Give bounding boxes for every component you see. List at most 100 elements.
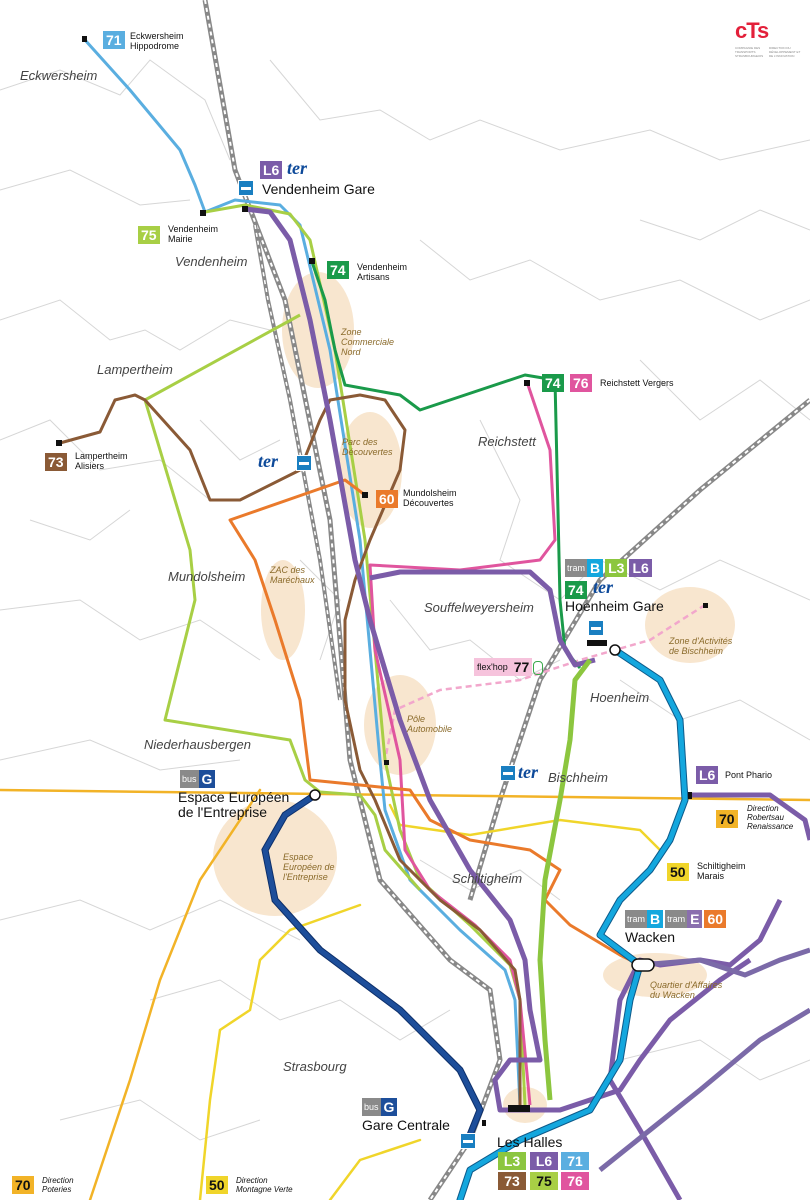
line-73	[59, 393, 522, 1105]
train-icon-bischheim	[500, 765, 516, 781]
badge-tram-B-wacken[interactable]: B	[647, 910, 664, 928]
commune-vendenheim: Vendenheim	[175, 254, 248, 269]
badge-73-les-halles[interactable]: 73	[498, 1172, 526, 1190]
commune-eckwersheim: Eckwersheim	[20, 68, 98, 83]
badge-74[interactable]: 74	[327, 261, 349, 279]
stop-wacken[interactable]: Wacken	[625, 929, 676, 945]
train-icon-mundolsheim	[296, 455, 312, 471]
stop-pont-phario[interactable]: Pont Phario	[725, 770, 773, 780]
line-71	[83, 38, 522, 1106]
commune-boundaries	[0, 59, 810, 1141]
ter-logo-mundolsheim: ter	[258, 451, 278, 471]
commune-bischheim: Bischheim	[548, 770, 608, 785]
badge-bus-G-espace[interactable]: G	[198, 770, 216, 788]
train-icon-gare-centrale	[460, 1133, 476, 1149]
bus-tag-gare: bus	[362, 1098, 381, 1116]
train-icon-vendenheim	[238, 180, 254, 196]
flexhop-number: 77	[513, 659, 530, 675]
line-76	[368, 384, 557, 1106]
line-74	[310, 261, 582, 669]
badge-60-wacken[interactable]: 60	[704, 910, 727, 928]
commune-strasbourg: Strasbourg	[283, 1059, 347, 1074]
badge-75-les-halles[interactable]: 75	[530, 1172, 558, 1190]
cts-logo: cTs COMPAGNIE DES TRANSPORTS STRASBOURGE…	[735, 18, 800, 58]
commune-souffelweyersheim: Souffelweyersheim	[424, 600, 534, 615]
train-icon-hoenheim	[588, 620, 604, 636]
logo-wordmark: cTs	[735, 18, 769, 43]
badge-60[interactable]: 60	[376, 490, 398, 508]
stop-les-halles[interactable]: Les Halles	[497, 1134, 563, 1150]
badge-tram-B-hoenheim[interactable]: B	[587, 559, 604, 577]
badge-73[interactable]: 73	[45, 453, 67, 471]
commune-schiltigheim: Schiltigheim	[452, 871, 523, 886]
commune-lampertheim: Lampertheim	[97, 362, 173, 377]
badge-71-les-halles[interactable]: 71	[561, 1152, 589, 1170]
line-75-branch	[143, 313, 422, 891]
badge-70-poteries[interactable]: 70	[12, 1176, 34, 1194]
badge-74-hoenheim[interactable]: 74	[565, 581, 587, 599]
badge-bus-G-gare[interactable]: G	[380, 1098, 398, 1116]
badge-76-les-halles[interactable]: 76	[561, 1172, 589, 1190]
terminus-markers	[56, 36, 708, 1126]
ter-logo-bischheim: ter	[518, 762, 538, 782]
badge-tram-E-wacken[interactable]: E	[687, 910, 703, 928]
line-L6	[244, 206, 752, 1113]
tram-tag-wacken-1: tram	[625, 910, 647, 928]
badge-76[interactable]: 76	[570, 374, 592, 392]
commune-mundolsheim: Mundolsheim	[168, 569, 246, 584]
stop-hoenheim-gare[interactable]: Hoenheim Gare	[565, 598, 664, 614]
commune-reichstett: Reichstett	[478, 434, 536, 449]
badge-70-robertsau[interactable]: 70	[716, 810, 738, 828]
line-L6-hoenheim	[369, 569, 596, 668]
badge-L6-les-halles[interactable]: L6	[530, 1152, 558, 1170]
ter-logo-vendenheim: ter	[287, 158, 307, 178]
badge-50-marais[interactable]: 50	[667, 863, 689, 881]
badge-L3-hoenheim[interactable]: L3	[605, 559, 628, 577]
badge-71[interactable]: 71	[103, 31, 125, 49]
stop-gare-centrale[interactable]: Gare Centrale	[362, 1117, 450, 1133]
tram-tag-hoenheim: tram	[565, 559, 587, 577]
badge-50-montagne-verte[interactable]: 50	[206, 1176, 228, 1194]
commune-hoenheim: Hoenheim	[590, 690, 650, 705]
logo-subtitle-1: COMPAGNIE DES TRANSPORTS STRASBOURGEOIS	[735, 46, 764, 58]
badge-L6-pont-phario[interactable]: L6	[696, 766, 719, 784]
badge-74-reichstett[interactable]: 74	[542, 374, 564, 392]
phone-icon	[533, 661, 543, 675]
tram-line-B	[456, 646, 689, 1200]
line-L3	[537, 658, 592, 1101]
bus-line-G	[261, 791, 484, 1139]
logo-subtitle-2: DIRECTION DU DÉVELOPPEMENT ET DE L'INNOV…	[769, 46, 801, 58]
stop-reichstett-vergers[interactable]: Reichstett Vergers	[600, 378, 674, 388]
badge-L6-hoenheim[interactable]: L6	[629, 559, 652, 577]
line-60	[228, 478, 641, 967]
badge-L6-vendenheim[interactable]: L6	[260, 161, 283, 179]
badge-L3-les-halles[interactable]: L3	[498, 1152, 526, 1170]
tram-line-E	[598, 947, 810, 1172]
bus-tag-espace: bus	[180, 770, 199, 788]
stop-vendenheim-gare[interactable]: Vendenheim Gare	[262, 181, 375, 197]
badge-75[interactable]: 75	[138, 226, 160, 244]
